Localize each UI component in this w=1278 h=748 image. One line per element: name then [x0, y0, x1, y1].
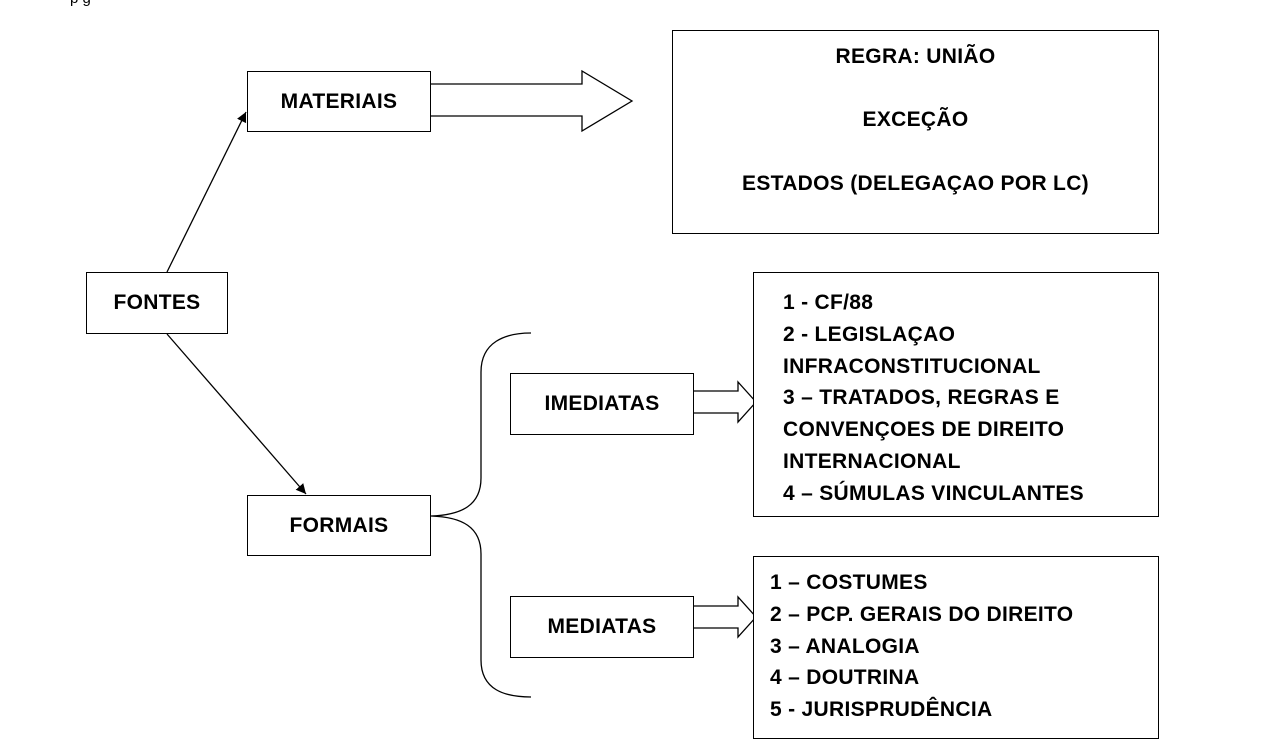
node-materiais: MATERIAIS	[247, 71, 431, 132]
node-mediatas-label: MEDIATAS	[547, 615, 657, 638]
imediatas-detail-line: 1 - CF/88	[783, 291, 874, 314]
materiais-detail-line: REGRA: UNIÃO	[835, 45, 996, 68]
node-materiais-label: MATERIAIS	[280, 89, 398, 113]
node-formais: FORMAIS	[247, 495, 431, 556]
node-mediatas: MEDIATAS	[510, 596, 694, 658]
materiais-detail-line: EXCEÇÃO	[862, 108, 969, 131]
materiais-detail-line: ESTADOS (DELEGAÇAO POR LC)	[742, 172, 1089, 195]
node-fontes: FONTES	[86, 272, 228, 334]
mediatas-detail-line: 4 – DOUTRINA	[770, 666, 920, 690]
imediatas-detail-line: 2 - LEGISLAÇAO	[783, 322, 956, 346]
arrow-fontes-to-materiais	[166, 111, 247, 273]
mediatas-detail-line: 3 – ANALOGIA	[770, 634, 920, 658]
block-arrow-imediatas	[692, 380, 757, 424]
mediatas-detail-line: 5 - JURISPRUDÊNCIA	[770, 698, 993, 722]
curly-brace	[430, 332, 532, 698]
block-arrow-materiais	[429, 69, 634, 133]
node-imediatas: IMEDIATAS	[510, 373, 694, 435]
node-imediatas-label: IMEDIATAS	[544, 392, 660, 415]
imediatas-detail-line: INFRACONSTITUCIONAL	[783, 354, 1041, 378]
imediatas-detail-line: CONVENÇOES DE DIREITO	[783, 418, 1065, 442]
mediatas-detail-line: 1 – COSTUMES	[770, 571, 928, 594]
imediatas-detail-box: 1 - CF/88 2 - LEGISLAÇAO INFRACONSTITUCI…	[753, 272, 1159, 517]
materiais-detail-box: REGRA: UNIÃO EXCEÇÃO ESTADOS (DELEGAÇAO …	[672, 30, 1159, 234]
mediatas-detail-box: 1 – COSTUMES 2 – PCP. GERAIS DO DIREITO …	[753, 556, 1159, 739]
node-fontes-label: FONTES	[113, 291, 201, 314]
imediatas-detail-line: INTERNACIONAL	[783, 449, 961, 473]
imediatas-detail-line: 4 – SÚMULAS VINCULANTES	[783, 481, 1084, 505]
block-arrow-mediatas	[692, 595, 757, 639]
top-text-fragment: p g	[70, 0, 390, 6]
mediatas-detail-line: 2 – PCP. GERAIS DO DIREITO	[770, 602, 1074, 626]
arrow-fontes-to-formais	[166, 333, 307, 495]
node-formais-label: FORMAIS	[289, 513, 389, 537]
imediatas-detail-line: 3 – TRATADOS, REGRAS E	[783, 386, 1060, 410]
